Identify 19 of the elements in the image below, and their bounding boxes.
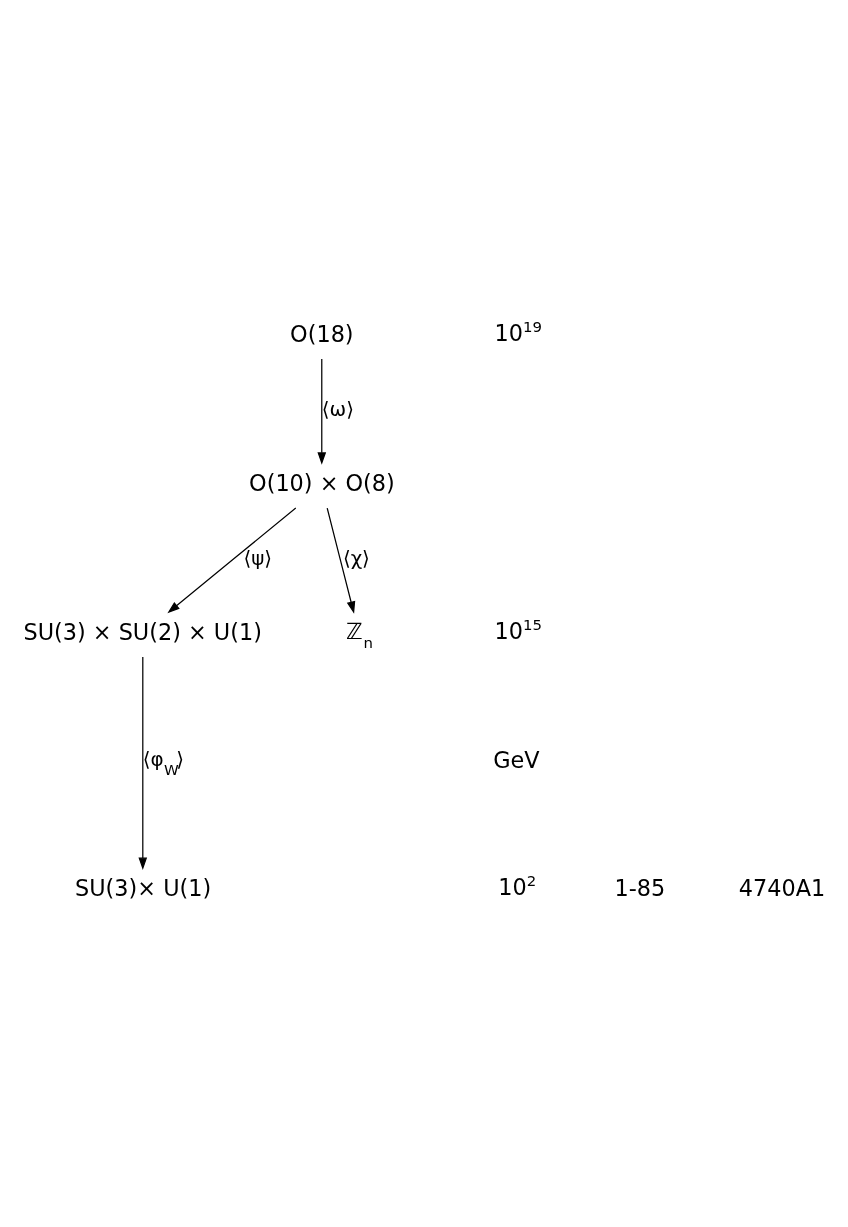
label: 10$^{2}$ (498, 871, 537, 900)
edge-label: ⟨ψ⟩ (243, 546, 273, 570)
label: 10$^{19}$ (494, 317, 543, 346)
label: GeV (493, 747, 540, 774)
label: 4740A1 (738, 875, 826, 902)
edge-label: ⟨ω⟩ (321, 397, 354, 421)
edge-label: ⟨χ⟩ (342, 546, 370, 570)
label: 1-85 (614, 875, 666, 902)
label: 10$^{15}$ (494, 615, 543, 644)
arrow (317, 358, 327, 465)
node-text: SU(3) × SU(2) × U(1) (23, 619, 262, 646)
arrow (167, 507, 297, 614)
arrow (138, 656, 148, 870)
edge-label: ⟨φ$_{W}$⟩ (142, 748, 185, 780)
node-text: O(18) (290, 320, 354, 347)
node-text: ℤ$_{n}$ (346, 617, 373, 652)
node-text: SU(3)× U(1) (75, 875, 212, 902)
arrow (326, 507, 356, 614)
node-text: O(10) × O(8) (249, 469, 395, 496)
